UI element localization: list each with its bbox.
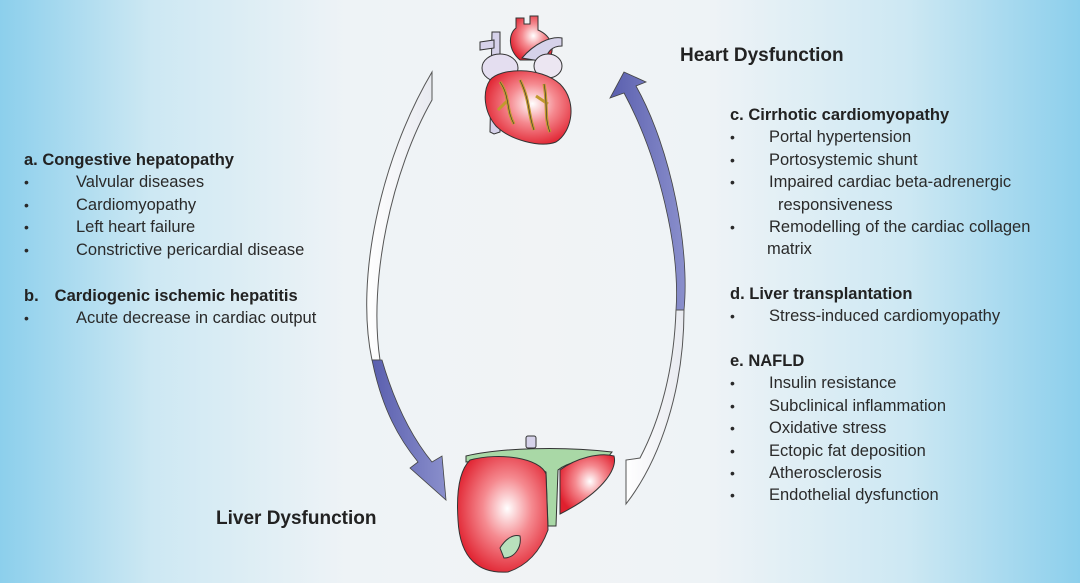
section-heading: d. Liver transplantation bbox=[730, 285, 913, 303]
bullet-icon: • bbox=[24, 310, 29, 327]
arrow-heart-to-liver bbox=[366, 70, 447, 501]
liver-dysfunction-title: Liver Dysfunction bbox=[216, 508, 377, 529]
list-item: •Endothelial dysfunction bbox=[730, 484, 1075, 506]
list-item: •Left heart failure bbox=[24, 216, 384, 238]
section-heading: a. Congestive hepatopathy bbox=[24, 151, 234, 169]
bullet-icon: • bbox=[730, 397, 735, 414]
bullet-icon: • bbox=[24, 196, 29, 213]
list-item: •Insulin resistance bbox=[730, 372, 1075, 394]
list-item: •Cardiomyopathy bbox=[24, 194, 384, 216]
list-item-continuation: matrix bbox=[767, 240, 812, 259]
bullet-icon: • bbox=[730, 151, 735, 168]
bullet-icon: • bbox=[730, 174, 735, 191]
heart-illustration bbox=[479, 15, 572, 145]
section-liver-transplantation: d. Liver transplantation •Stress-induced… bbox=[730, 283, 1075, 328]
section-heading: b.Cardiogenic ischemic hepatitis bbox=[24, 287, 298, 305]
arrow-liver-to-heart bbox=[609, 71, 686, 506]
list-item: •Remodelling of the cardiac collagen bbox=[730, 216, 1075, 238]
list-item: •Portal hypertension bbox=[730, 126, 1075, 148]
list-item: •Acute decrease in cardiac output bbox=[24, 307, 384, 329]
heart-dysfunction-title: Heart Dysfunction bbox=[680, 45, 844, 66]
bullet-icon: • bbox=[24, 174, 29, 191]
list-item: •Stress-induced cardiomyopathy bbox=[730, 305, 1075, 327]
bullet-icon: • bbox=[730, 308, 735, 325]
list-item: •Oxidative stress bbox=[730, 417, 1075, 439]
section-cirrhotic-cardiomyopathy: c. Cirrhotic cardiomyopathy •Portal hype… bbox=[730, 104, 1075, 261]
liver-illustration bbox=[457, 435, 616, 573]
list-item-continuation: responsiveness bbox=[778, 195, 893, 214]
list-item: •Ectopic fat deposition bbox=[730, 440, 1075, 462]
bullet-icon: • bbox=[24, 241, 29, 258]
list-item: •Constrictive pericardial disease bbox=[24, 239, 384, 261]
section-heading: e. NAFLD bbox=[730, 352, 805, 370]
list-item: •Subclinical inflammation bbox=[730, 395, 1075, 417]
list-item: •Portosystemic shunt bbox=[730, 149, 1075, 171]
section-nafld: e. NAFLD •Insulin resistance •Subclinica… bbox=[730, 350, 1075, 507]
bullet-icon: • bbox=[730, 420, 735, 437]
bullet-icon: • bbox=[24, 219, 29, 236]
bullet-icon: • bbox=[730, 129, 735, 146]
bullet-icon: • bbox=[730, 442, 735, 459]
bullet-icon: • bbox=[730, 375, 735, 392]
bullet-icon: • bbox=[730, 465, 735, 482]
bullet-icon: • bbox=[730, 487, 735, 504]
list-item: •Atherosclerosis bbox=[730, 462, 1075, 484]
section-congestive-hepatopathy: a. Congestive hepatopathy •Valvular dise… bbox=[24, 149, 384, 261]
list-item: •Valvular diseases bbox=[24, 171, 384, 193]
list-item: •Impaired cardiac beta-adrenergic bbox=[730, 171, 1075, 193]
section-cardiogenic-ischemic-hepatitis: b.Cardiogenic ischemic hepatitis •Acute … bbox=[24, 285, 384, 330]
section-heading: c. Cirrhotic cardiomyopathy bbox=[730, 106, 950, 124]
bullet-icon: • bbox=[730, 219, 735, 236]
